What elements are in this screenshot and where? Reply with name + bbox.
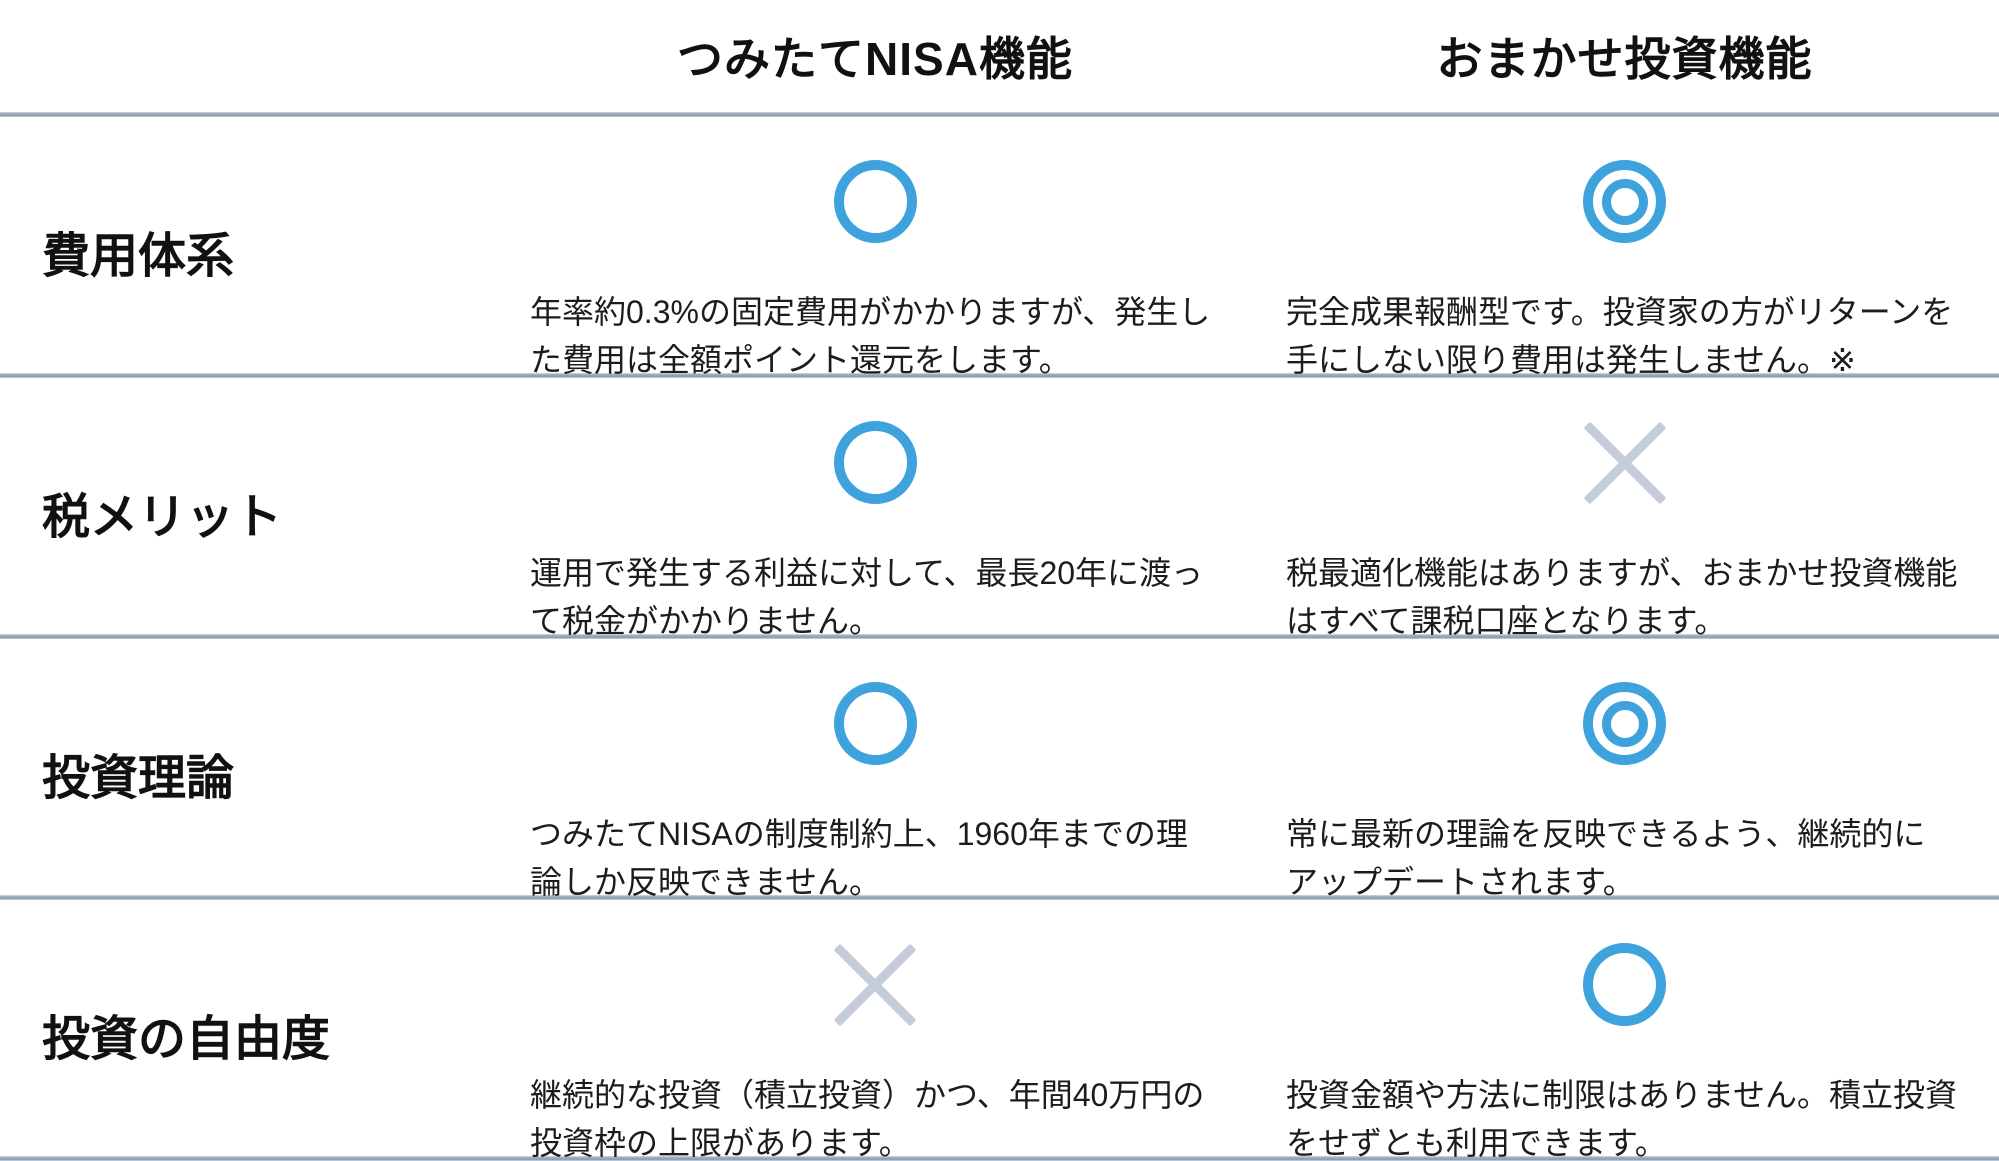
- mark-area: [1250, 912, 1999, 1057]
- mark-area: [1250, 390, 1999, 535]
- row-label-cost: 費用体系: [42, 229, 235, 283]
- cell-description: 完全成果報酬型です。投資家の方がリターンを 手にしない限り費用は発生しません。※: [1286, 294, 1954, 378]
- circle-icon: [833, 160, 917, 243]
- mark-area: [1250, 651, 1999, 796]
- table-cell: 常に最新の理論を反映できるよう、継続的に アップデートされます。: [1250, 639, 1999, 906]
- table-cell: 投資金額や方法に制限はありません。積立投資 をせずとも利用できます。: [1250, 900, 1999, 1161]
- mark-area: [500, 651, 1250, 796]
- column-header-tsumitate-nisa: つみたてNISA機能: [677, 33, 1073, 85]
- table-header-row: つみたてNISA機能 おまかせ投資機能: [0, 0, 1999, 112]
- circle-icon: [833, 682, 917, 765]
- row-divider: [0, 634, 1999, 639]
- cross-icon: [834, 943, 917, 1026]
- cell-description: 継続的な投資（積立投資）かつ、年間40万円の 投資枠の上限があります。: [530, 1077, 1205, 1161]
- mark-area: [500, 912, 1250, 1057]
- cell-description: 常に最新の理論を反映できるよう、継続的に アップデートされます。: [1286, 816, 1926, 900]
- row-divider: [0, 112, 1999, 117]
- row-divider: [0, 1156, 1999, 1161]
- table-cell: 年率約0.3%の固定費用がかかりますが、発生し た費用は全額ポイント還元をします…: [500, 117, 1250, 384]
- table-cell: 税最適化機能はありますが、おまかせ投資機能 はすべて課税口座となります。: [1250, 378, 1999, 645]
- cell-description: 投資金額や方法に制限はありません。積立投資 をせずとも利用できます。: [1286, 1077, 1958, 1161]
- cell-description: 税最適化機能はありますが、おまかせ投資機能 はすべて課税口座となります。: [1286, 555, 1958, 639]
- cell-description: 運用で発生する利益に対して、最長20年に渡っ て税金がかかりません。: [530, 555, 1204, 639]
- row-divider: [0, 373, 1999, 378]
- table-row-cost: 費用体系 年率約0.3%の固定費用がかかりますが、発生し た費用は全額ポイント還…: [0, 117, 1999, 378]
- table-cell: 完全成果報酬型です。投資家の方がリターンを 手にしない限り費用は発生しません。※: [1250, 117, 1999, 384]
- table-row-freedom: 投資の自由度 継続的な投資（積立投資）かつ、年間40万円の 投資枠の上限がありま…: [0, 900, 1999, 1161]
- double-circle-icon: [1583, 160, 1666, 243]
- header-spacer: [0, 0, 500, 112]
- row-divider: [0, 895, 1999, 900]
- row-label-tax: 税メリット: [42, 490, 283, 544]
- table-cell: 継続的な投資（積立投資）かつ、年間40万円の 投資枠の上限があります。: [500, 900, 1250, 1161]
- circle-icon: [1583, 943, 1666, 1026]
- cell-description: つみたてNISAの制度制約上、1960年までの理 論しか反映できません。: [530, 816, 1188, 900]
- cell-description: 年率約0.3%の固定費用がかかりますが、発生し た費用は全額ポイント還元をします…: [530, 294, 1211, 378]
- table-cell: つみたてNISAの制度制約上、1960年までの理 論しか反映できません。: [500, 639, 1250, 906]
- table-row-tax: 税メリット 運用で発生する利益に対して、最長20年に渡っ て税金がかかりません。…: [0, 378, 1999, 639]
- table-row-theory: 投資理論 つみたてNISAの制度制約上、1960年までの理 論しか反映できません…: [0, 639, 1999, 900]
- circle-icon: [833, 421, 917, 504]
- row-label-theory: 投資理論: [42, 751, 235, 805]
- table-cell: 運用で発生する利益に対して、最長20年に渡っ て税金がかかりません。: [500, 378, 1250, 645]
- double-circle-icon: [1583, 682, 1666, 765]
- column-header-omakase: おまかせ投資機能: [1436, 33, 1813, 85]
- mark-area: [1250, 129, 1999, 274]
- mark-area: [500, 390, 1250, 535]
- cross-icon: [1583, 421, 1666, 504]
- row-label-freedom: 投資の自由度: [42, 1012, 331, 1066]
- mark-area: [500, 129, 1250, 274]
